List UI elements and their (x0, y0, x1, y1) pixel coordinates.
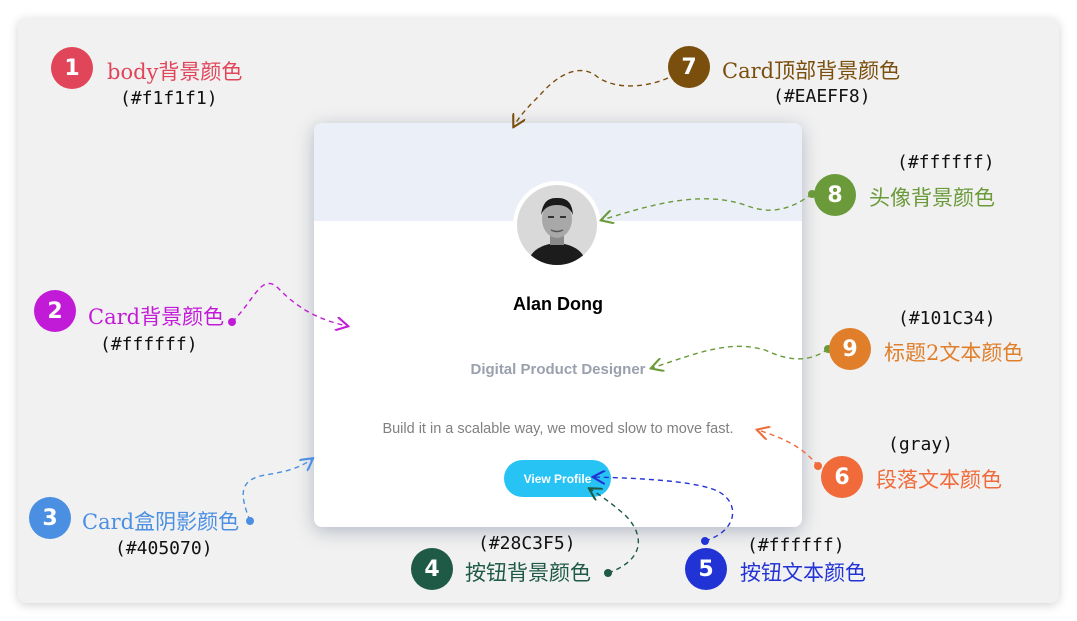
avatar-portrait-icon (517, 185, 597, 265)
annotation-hex-1: (#f1f1f1) (120, 88, 218, 109)
profile-title: Digital Product Designer (470, 361, 646, 378)
avatar (513, 181, 601, 269)
annotation-label-7: Card顶部背景颜色 (722, 59, 901, 83)
annotation-badge-3: 3 (29, 497, 71, 539)
annotation-badge-5: 5 (685, 548, 727, 590)
annotation-hex-5: (#ffffff) (747, 535, 845, 556)
annotation-label-9: 标题2文本颜色 (884, 341, 1024, 365)
annotation-hex-3: (#405070) (115, 538, 213, 559)
profile-description: Build it in a scalable way, we moved slo… (382, 421, 734, 437)
annotation-badge-7: 7 (668, 46, 710, 88)
annotation-badge-6: 6 (821, 456, 863, 498)
annotation-badge-8: 8 (814, 174, 856, 216)
profile-card: Alan Dong Digital Product Designer Build… (314, 123, 802, 527)
annotation-badge-2: 2 (34, 290, 76, 332)
annotation-hex-9: (#101C34) (898, 308, 996, 329)
annotation-label-5: 按钮文本颜色 (740, 561, 866, 585)
annotation-badge-1: 1 (51, 47, 93, 89)
annotation-hex-6: (gray) (888, 434, 954, 455)
annotation-label-3: Card盒阴影颜色 (82, 510, 240, 534)
profile-name: Alan Dong (513, 294, 603, 314)
annotation-hex-8: (#ffffff) (897, 152, 995, 173)
annotation-label-1: body背景颜色 (107, 60, 243, 84)
annotation-label-6: 段落文本颜色 (876, 468, 1002, 492)
annotation-label-4: 按钮背景颜色 (465, 561, 591, 585)
annotation-label-8: 头像背景颜色 (869, 186, 995, 210)
annotation-hex-4: (#28C3F5) (478, 533, 576, 554)
annotation-label-2: Card背景颜色 (88, 305, 225, 329)
annotation-badge-4: 4 (411, 548, 453, 590)
annotation-badge-9: 9 (829, 328, 871, 370)
annotation-hex-7: (#EAEFF8) (773, 86, 871, 107)
annotation-hex-2: (#ffffff) (100, 334, 198, 355)
